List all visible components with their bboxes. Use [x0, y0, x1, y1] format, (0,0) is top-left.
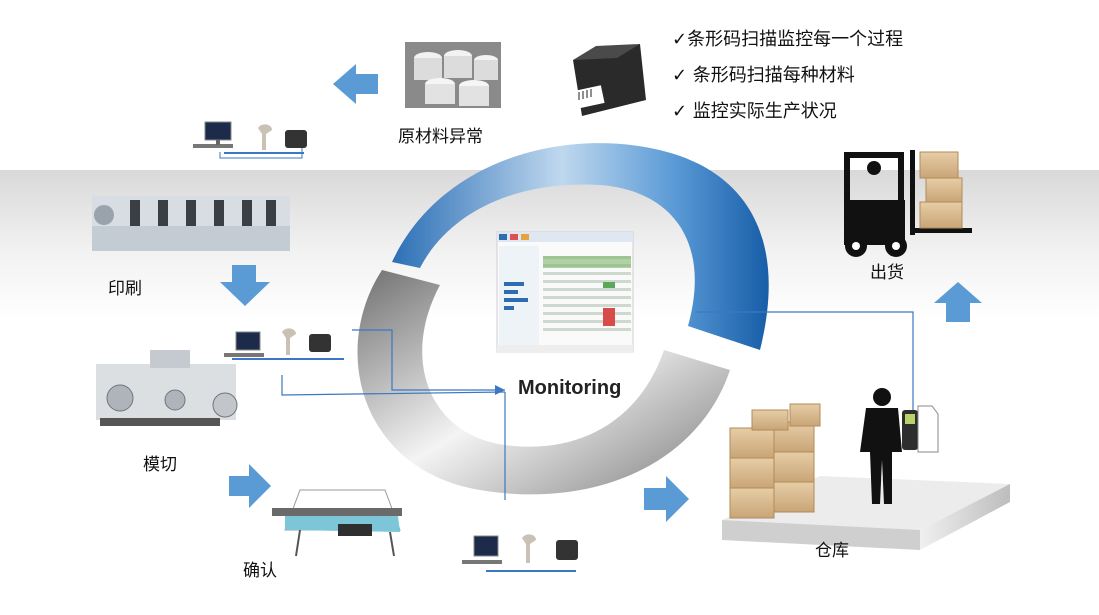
- die-cutting-machine-image: [96, 350, 238, 426]
- die-cutting-label: 模切: [143, 455, 177, 475]
- arrow-left-icon: [333, 64, 378, 104]
- shipping-label: 出货: [870, 263, 904, 283]
- arrow-right-icon-1: [229, 464, 271, 508]
- confirm-label: 确认: [243, 561, 277, 581]
- paper-rolls-image: [405, 42, 501, 108]
- feature-bullets: ✓条形码扫描监控每一个过程 ✓ 条形码扫描每种材料 ✓ 监控实际生产状况: [672, 22, 903, 130]
- process-ring: [357, 143, 769, 495]
- bullet-item: ✓条形码扫描监控每一个过程: [672, 29, 904, 50]
- printing-label: 印刷: [108, 279, 142, 299]
- label-printer-image: [573, 44, 646, 116]
- flow-arrows: [220, 64, 982, 522]
- bullet-item: ✓ 条形码扫描每种材料: [672, 65, 855, 86]
- warehouse-boxes: [729, 403, 821, 519]
- worker-with-scanner-icon: [860, 388, 939, 504]
- warehouse-label: 仓库: [815, 541, 849, 561]
- printing-press-image: [92, 196, 290, 251]
- monitoring-screen: [496, 231, 634, 353]
- arrow-down-icon: [220, 265, 270, 306]
- workstation-top: [193, 121, 307, 159]
- raw-material-label: 原材料异常: [398, 127, 483, 147]
- forklift-icon: [844, 150, 972, 257]
- workstation-bottom: [462, 534, 578, 572]
- workstation-middle: [224, 328, 344, 360]
- arrow-up-icon: [934, 282, 982, 322]
- monitoring-label: Monitoring: [518, 377, 622, 399]
- arrow-right-icon-2: [644, 476, 689, 522]
- connector-lines: [281, 311, 914, 500]
- ring-blue-arc: [392, 143, 769, 350]
- bullet-item: ✓ 监控实际生产状况: [672, 101, 837, 122]
- ring-gray-arc: [357, 270, 730, 495]
- inspection-table-image: [272, 489, 402, 557]
